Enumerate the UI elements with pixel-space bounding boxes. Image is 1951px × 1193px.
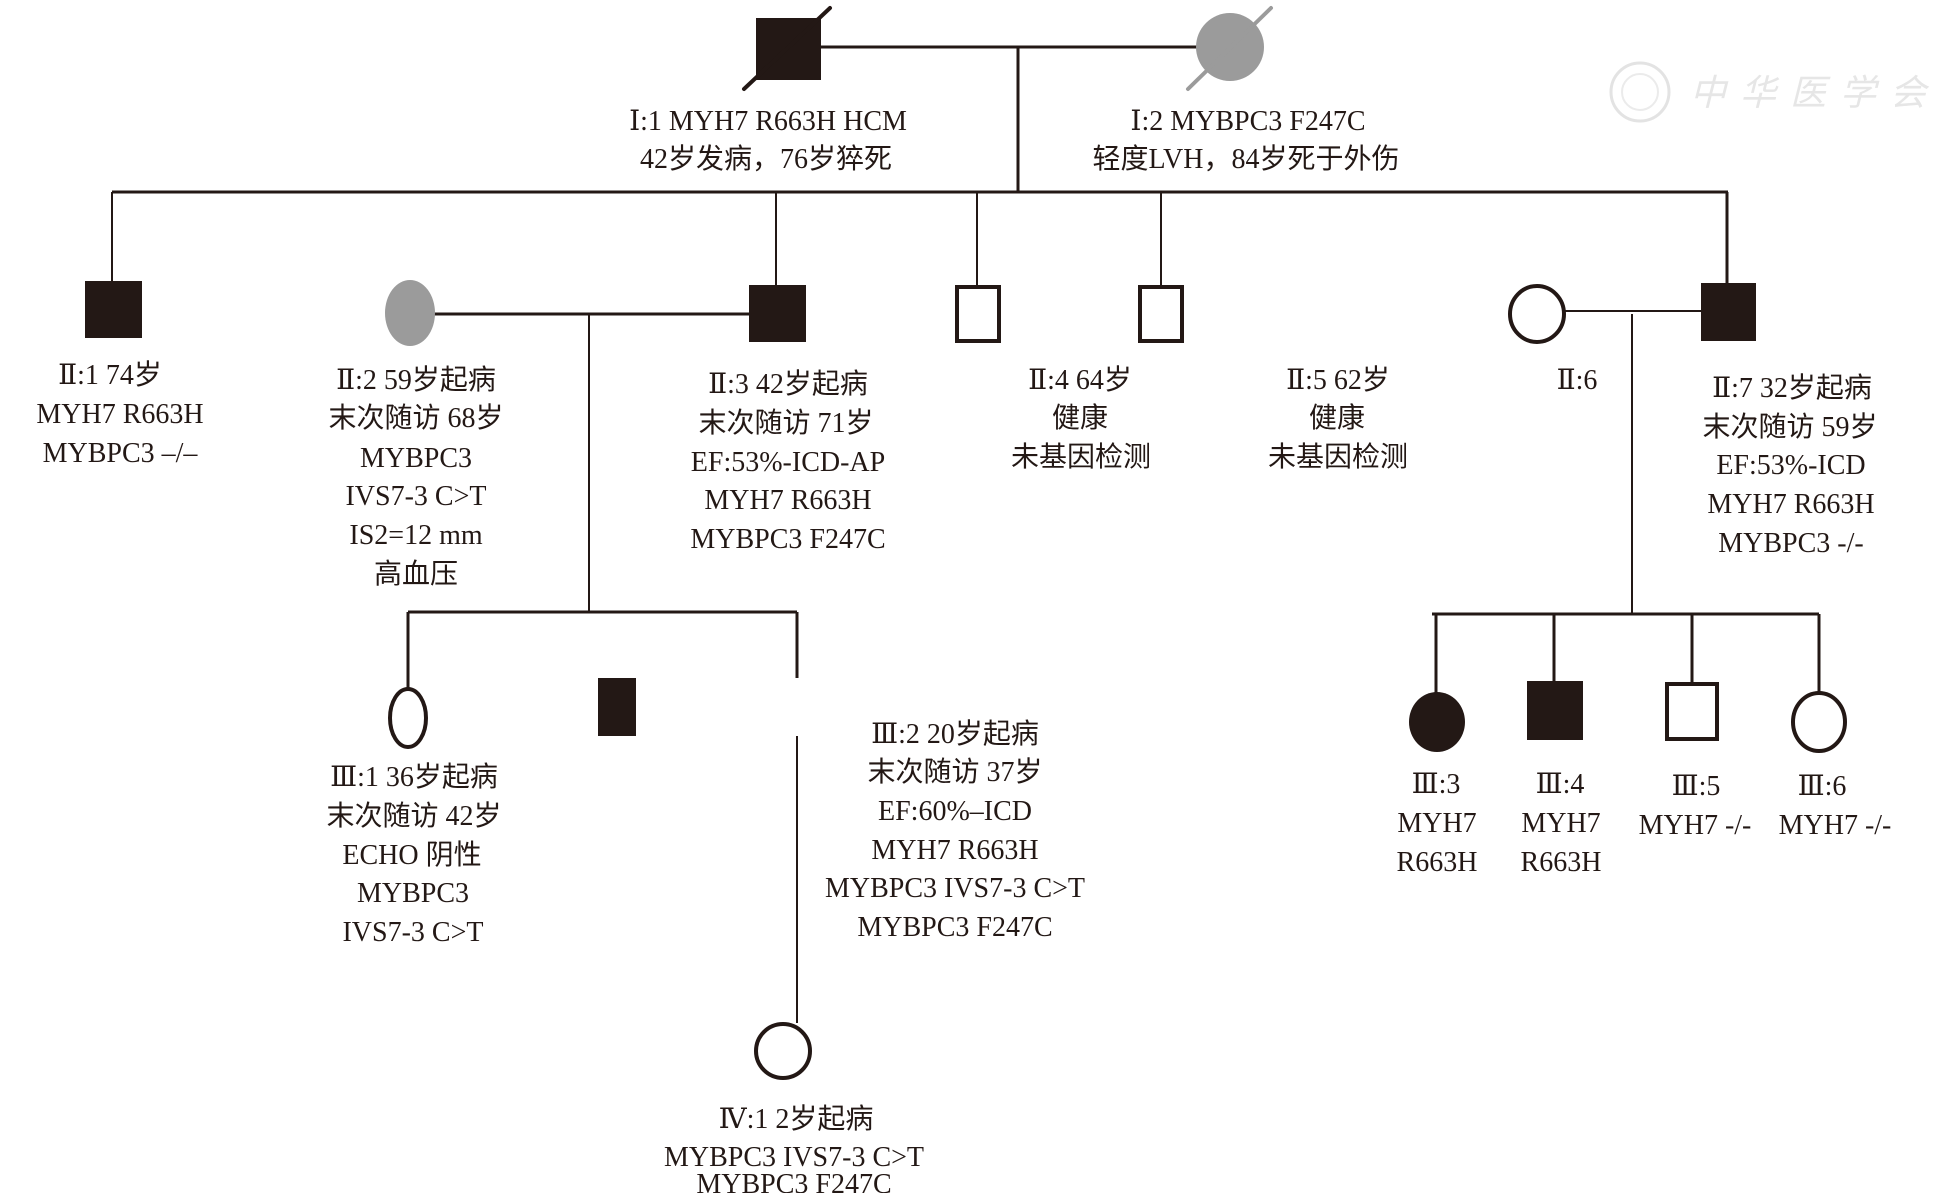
label-line: EF:53%-ICD-AP <box>691 447 885 478</box>
label-line: MYH7 <box>1397 808 1476 839</box>
watermark-text: 中华医学会 <box>1690 73 1940 114</box>
label-line: MYBPC3 <box>357 878 469 909</box>
label-line: 未基因检测 <box>1268 441 1408 473</box>
label-line: MYBPC3 -/- <box>1718 528 1863 559</box>
symbol-II5-unaffected-male-square-icon[interactable] <box>1138 285 1184 343</box>
label-I1: Ⅰ:1 MYH7 R663H HCM 42岁发病，76岁猝死 <box>629 106 907 175</box>
label-line: 未基因检测 <box>1011 441 1151 473</box>
label-line: Ⅲ:6 <box>1798 771 1847 802</box>
watermark: 中华医学会 <box>1609 61 1940 123</box>
symbol-III4-affected-male-square-icon[interactable] <box>1527 681 1583 740</box>
label-line: EF:53%-ICD <box>1716 450 1865 481</box>
symbol-IV1-unaffected-female-circle-icon[interactable] <box>754 1022 812 1080</box>
label-III2: Ⅲ:2 20岁起病 末次随访 37岁 EF:60%–ICD MYH7 R663H… <box>825 718 1085 943</box>
label-III1: Ⅲ:1 36岁起病 末次随访 42岁 ECHO 阴性 MYBPC3 IVS7-3… <box>326 761 501 948</box>
label-IV1: Ⅳ:1 2岁起病 MYBPC3 IVS7-3 C>T MYBPC3 F247C <box>664 1103 924 1193</box>
label-line: Ⅱ:6 <box>1557 365 1598 396</box>
label-line: Ⅱ:7 32岁起病 <box>1712 372 1872 404</box>
label-line: MYH7 <box>1521 808 1600 839</box>
label-line: ECHO 阴性 <box>342 839 481 871</box>
label-line: EF:60%–ICD <box>878 796 1032 827</box>
label-line: MYBPC3 –/– <box>43 438 199 469</box>
individual-labels: Ⅰ:1 MYH7 R663H HCM 42岁发病，76岁猝死 Ⅰ:2 MYBPC… <box>36 106 1891 1193</box>
label-line: 末次随访 68岁 <box>328 402 503 434</box>
label-line: MYH7 R663H <box>704 485 871 516</box>
individual-symbols <box>85 6 1847 1080</box>
label-III4: Ⅲ:4 MYH7 R663H <box>1521 769 1602 878</box>
label-line: 末次随访 71岁 <box>698 407 873 439</box>
symbol-II6-unaffected-female-circle-icon[interactable] <box>1508 284 1566 344</box>
label-line: MYBPC3 F247C <box>696 1169 891 1193</box>
label-line: Ⅱ:4 64岁 <box>1028 364 1132 396</box>
label-line: Ⅲ:5 <box>1672 771 1721 802</box>
label-line: 末次随访 59岁 <box>1702 411 1877 443</box>
label-line: Ⅱ:5 62岁 <box>1286 364 1390 396</box>
label-line: R663H <box>1521 847 1602 878</box>
label-II6: Ⅱ:6 <box>1557 365 1598 396</box>
symbol-III5-unaffected-male-square-icon[interactable] <box>1665 682 1719 741</box>
label-line: MYH7 R663H <box>36 399 203 430</box>
label-II1: Ⅱ:1 74岁 MYH7 R663H MYBPC3 –/– <box>36 359 203 469</box>
label-line: Ⅱ:3 42岁起病 <box>708 368 868 400</box>
watermark-seal-inner <box>1621 73 1659 111</box>
label-line: Ⅲ:3 <box>1412 769 1461 800</box>
label-line: 高血压 <box>374 558 458 590</box>
deceased-slash-icon <box>742 6 832 91</box>
symbol-I2[interactable] <box>1186 6 1273 91</box>
label-line: Ⅱ:2 59岁起病 <box>336 364 496 396</box>
label-II2: Ⅱ:2 59岁起病 末次随访 68岁 MYBPC3 IVS7-3 C>T IS2… <box>328 364 503 590</box>
symbol-III6-unaffected-female-circle-icon[interactable] <box>1791 691 1847 753</box>
label-line: MYBPC3 <box>360 443 472 474</box>
label-line: Ⅲ:2 20岁起病 <box>871 718 1039 750</box>
label-line: Ⅰ:1 MYH7 R663H HCM <box>629 106 907 137</box>
label-II3: Ⅱ:3 42岁起病 末次随访 71岁 EF:53%-ICD-AP MYH7 R6… <box>690 368 885 555</box>
label-line: 末次随访 42岁 <box>326 800 501 832</box>
label-line: MYBPC3 F247C <box>857 912 1052 943</box>
label-line: IVS7-3 C>T <box>345 481 486 512</box>
label-line: Ⅲ:4 <box>1536 769 1585 800</box>
label-II4: Ⅱ:4 64岁 健康 未基因检测 <box>1011 364 1151 473</box>
symbol-II7-affected-male-square-icon[interactable] <box>1701 283 1756 341</box>
label-I2: Ⅰ:2 MYBPC3 F247C 轻度LVH，84岁死于外伤 <box>1093 106 1400 175</box>
label-line: R663H <box>1397 847 1478 878</box>
label-line: MYBPC3 F247C <box>690 524 885 555</box>
label-III3: Ⅲ:3 MYH7 R663H <box>1397 769 1478 878</box>
symbol-III2-affected-male-square-icon[interactable] <box>598 678 636 736</box>
label-line: MYH7 -/- <box>1779 810 1892 841</box>
symbol-II3-affected-male-square-icon[interactable] <box>749 285 806 342</box>
symbol-II2-carrier-female-circle-icon[interactable] <box>385 280 435 346</box>
label-line: IS2=12 mm <box>349 520 482 551</box>
label-line: MYBPC3 IVS7-3 C>T <box>825 873 1085 904</box>
label-II7: Ⅱ:7 32岁起病 末次随访 59岁 EF:53%-ICD MYH7 R663H… <box>1702 372 1877 559</box>
connector-lines <box>111 45 1821 1023</box>
label-line: Ⅰ:2 MYBPC3 F247C <box>1130 106 1365 137</box>
label-line: IVS7-3 C>T <box>342 917 483 948</box>
label-line: MYH7 R663H <box>1707 489 1874 520</box>
label-line: 42岁发病，76岁猝死 <box>640 143 892 175</box>
label-II5: Ⅱ:5 62岁 健康 未基因检测 <box>1268 364 1408 473</box>
label-III5: Ⅲ:5 MYH7 -/- <box>1639 771 1752 841</box>
label-line: MYH7 -/- <box>1639 810 1752 841</box>
label-line: 健康 <box>1309 402 1365 434</box>
label-line: Ⅱ:1 74岁 <box>58 359 162 391</box>
label-line: 轻度LVH，84岁死于外伤 <box>1093 143 1400 175</box>
label-line: 健康 <box>1052 402 1108 434</box>
label-line: MYBPC3 IVS7-3 C>T <box>664 1142 924 1173</box>
symbol-III1-unaffected-female-circle-icon[interactable] <box>388 687 428 749</box>
label-line: Ⅳ:1 2岁起病 <box>719 1103 874 1135</box>
symbol-II4-unaffected-male-square-icon[interactable] <box>955 285 1001 343</box>
symbol-II1-affected-male-square-icon[interactable] <box>85 281 142 338</box>
label-line: 末次随访 37岁 <box>867 756 1042 788</box>
deceased-slash-icon <box>1186 6 1273 91</box>
label-III6: Ⅲ:6 MYH7 -/- <box>1779 771 1892 841</box>
symbol-III3-affected-female-circle-icon[interactable] <box>1409 692 1465 752</box>
label-line: MYH7 R663H <box>871 835 1038 866</box>
symbol-I1[interactable] <box>742 6 832 91</box>
label-line: Ⅲ:1 36岁起病 <box>330 761 498 793</box>
watermark-seal-icon <box>1609 61 1671 123</box>
